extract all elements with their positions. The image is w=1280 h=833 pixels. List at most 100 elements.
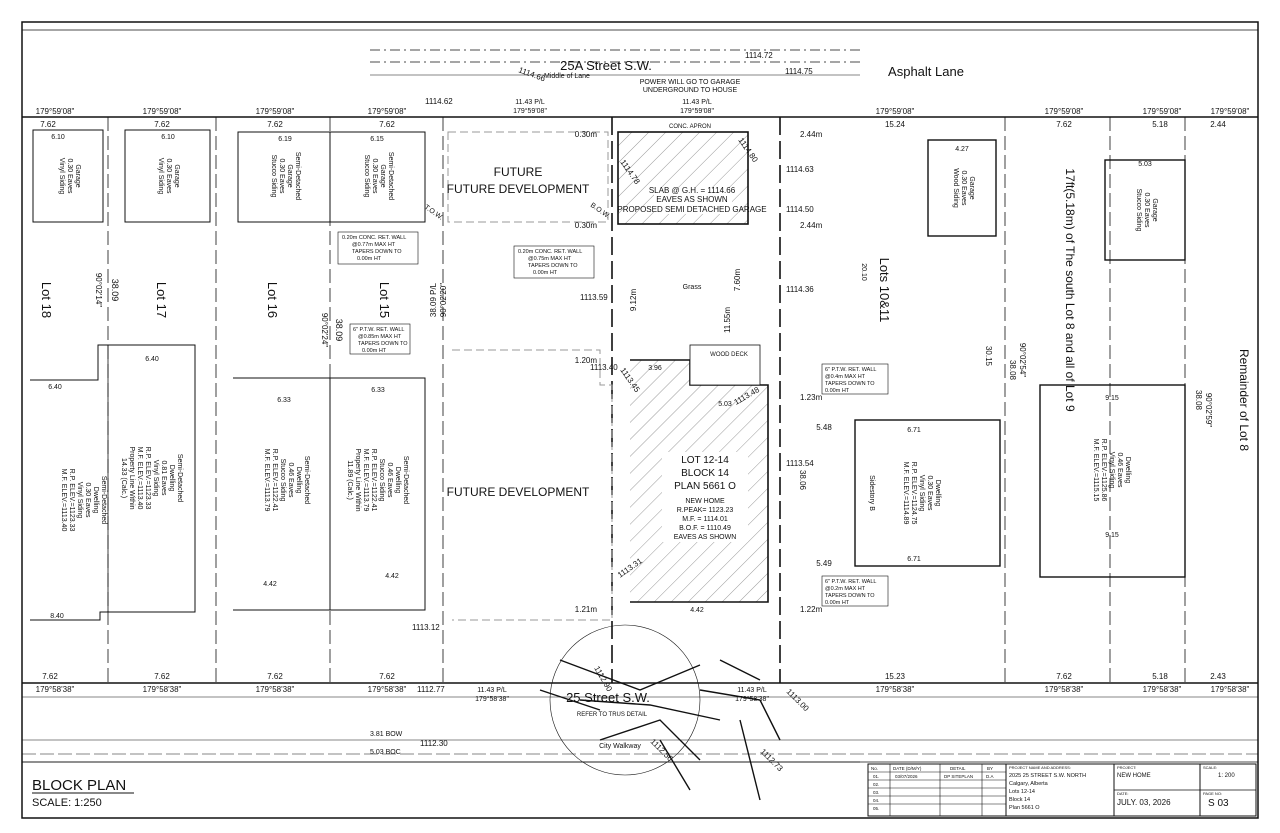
svg-text:0.30 Eaves: 0.30 Eaves <box>1143 192 1150 228</box>
tree-sketch <box>539 624 781 801</box>
bearing-top-1: 179°59'08" <box>36 107 75 116</box>
dim-122: 1.22m <box>800 605 823 614</box>
frontage-bottom-2: 7.62 <box>154 672 170 681</box>
bow-label: 3.81 BOW <box>370 731 403 738</box>
depth-f: 90°02'20" <box>439 283 448 317</box>
svg-text:Garage: Garage <box>1151 198 1158 221</box>
dim-1155: 11.55m <box>723 307 732 333</box>
pl-top-2: 11.43 P/L <box>682 99 712 106</box>
dwelling-lots17-18 <box>30 344 196 621</box>
dwelling-lot8-bwidth: 9.15 <box>1105 532 1119 539</box>
dim-3806: 38.06 <box>798 470 807 491</box>
svg-text:Stucco Siding: Stucco Siding <box>270 155 277 198</box>
svg-text:M.F. ELEV.=1113.40: M.F. ELEV.=1113.40 <box>136 447 143 510</box>
dim-244a: 2.44m <box>800 130 823 139</box>
svg-text:Lots 12-14: Lots 12-14 <box>1009 789 1035 795</box>
frontage-top-4: 7.62 <box>379 120 395 129</box>
svg-text:DATE (D/M/Y): DATE (D/M/Y) <box>893 766 922 771</box>
svg-text:1114.75: 1114.75 <box>785 67 813 76</box>
dwelling-lot18-width: 6.40 <box>48 384 62 391</box>
bearing-bottom-8: 179°58'38" <box>1211 685 1250 694</box>
frontage-bottom-4: 7.62 <box>379 672 395 681</box>
svg-text:Semi-Detached: Semi-Detached <box>402 456 409 504</box>
bearing-top-8: 179°59'08" <box>1211 107 1250 116</box>
dwelling-lot15 <box>330 377 426 611</box>
refer-to-label: REFER TO TRUS DETAIL <box>577 712 648 718</box>
dwelling-lot16-bwidth: 4.42 <box>263 581 277 588</box>
svg-text:BY: BY <box>987 766 993 771</box>
bottom-street-label: 25 Street S.W. <box>566 690 650 705</box>
depth-g: 38.08 <box>1008 360 1017 381</box>
svg-text:Vinyl Siding: Vinyl Siding <box>152 460 159 497</box>
svg-text:@0.4m MAX HT: @0.4m MAX HT <box>825 374 866 380</box>
garage-eaves: EAVES AS SHOWN <box>656 195 728 204</box>
sidestory-label: Sidestory B <box>868 475 875 511</box>
dwelling-lot18-bwidth: 8.40 <box>50 613 64 620</box>
bearing-bottom-4: 179°58'38" <box>368 685 407 694</box>
dwelling-lot15-width: 6.33 <box>371 387 385 394</box>
svg-text:Plan 5661 O: Plan 5661 O <box>1009 805 1040 811</box>
svg-text:R.P. ELEV.=1124.75: R.P. ELEV.=1124.75 <box>910 462 917 525</box>
svg-text:1114.36: 1114.36 <box>786 285 814 294</box>
bearing-top-7: 179°59'08" <box>1143 107 1182 116</box>
garage-lot8 <box>1104 159 1186 261</box>
dwelling-lots1011-text: Dwelling 0.30 Eaves Vinyl Siding R.P. EL… <box>902 462 941 525</box>
frontage-top-3: 7.62 <box>267 120 283 129</box>
dwelling-lot16 <box>233 377 331 611</box>
svg-text:DETAIL: DETAIL <box>950 766 966 771</box>
dim-760: 7.60m <box>733 269 742 292</box>
future-dev-full-2: FUTURE DEVELOPMENT <box>447 485 590 499</box>
mf-label: M.F. = 1114.01 <box>682 516 728 523</box>
svg-text:11.89 (Calc.): 11.89 (Calc.) <box>346 460 353 500</box>
svg-text:Stucco Siding: Stucco Siding <box>1135 189 1142 232</box>
retaining-wall-note-3: 6" P.T.W. RET. WALL @0.85m MAX HT TAPERS… <box>349 323 411 355</box>
drawing-scale: SCALE: 1:250 <box>32 797 102 809</box>
svg-text:1114.50: 1114.50 <box>786 205 814 214</box>
garage-lot8-text: Garage 0.30 Eaves Stucco Siding <box>1135 189 1158 232</box>
grass-label: Grass <box>683 284 702 291</box>
dwelling-lots1011-bwidth: 6.71 <box>907 556 921 563</box>
frontage-top-7: 5.18 <box>1152 120 1168 129</box>
svg-text:@0.2m MAX HT: @0.2m MAX HT <box>825 586 866 592</box>
svg-text:Semi-Detached: Semi-Detached <box>100 476 107 524</box>
svg-text:0.30 Eaves: 0.30 Eaves <box>926 475 933 511</box>
depth-a: 38.09 <box>110 279 120 302</box>
dwelling-lot8 <box>1039 384 1186 578</box>
svg-text:Vinyl Siding: Vinyl Siding <box>1108 452 1115 489</box>
frontage-top-6: 7.62 <box>1056 120 1072 129</box>
svg-text:@0.85m MAX HT: @0.85m MAX HT <box>358 334 402 340</box>
frontage-bottom-1: 7.62 <box>42 672 58 681</box>
bearing-bottom-7: 179°58'38" <box>1143 685 1182 694</box>
svg-text:0.46 Eaves: 0.46 Eaves <box>1116 452 1123 488</box>
pl-bottom-2-bearing: 179°58'38" <box>735 695 769 703</box>
svg-text:6" P.T.W. RET. WALL: 6" P.T.W. RET. WALL <box>353 327 404 333</box>
dwelling-lot16-width: 6.33 <box>277 397 291 404</box>
garage-lot15 <box>329 131 426 223</box>
svg-text:1114.63: 1114.63 <box>786 165 814 174</box>
svg-text:0.30 Eaves: 0.30 Eaves <box>165 158 172 194</box>
depth-d: 90°02'24" <box>320 313 329 347</box>
retaining-wall-note-2: 0.20m CONC. RET. WALL @0.75m MAX HT TAPE… <box>513 245 595 279</box>
title-block-headers: No. DATE (D/M/Y) DETAIL BY <box>871 766 993 771</box>
rpeak-label: R.PEAK= 1123.23 <box>677 507 734 514</box>
dwelling-lot16-text: Semi-Detached Dwelling 0.46 Eaves Stucco… <box>263 449 310 512</box>
svg-text:TAPERS DOWN TO: TAPERS DOWN TO <box>825 593 875 599</box>
remainder-lot8-label: Remainder of Lot 8 <box>1237 349 1251 451</box>
svg-text:0.20m CONC. RET. WALL: 0.20m CONC. RET. WALL <box>518 249 582 255</box>
svg-text:Stucco Siding: Stucco Siding <box>363 155 370 198</box>
svg-text:1112.73: 1112.73 <box>759 747 785 773</box>
svg-text:1114.66: 1114.66 <box>517 65 547 83</box>
depth-e: 38.09 P/L <box>429 282 438 317</box>
svg-text:0.00m HT: 0.00m HT <box>533 270 558 276</box>
svg-text:R.P. ELEV.=1122.41: R.P. ELEV.=1122.41 <box>271 449 278 512</box>
dim-549: 5.49 <box>816 559 832 568</box>
retaining-wall-note-4: 6" P.T.W. RET. WALL @0.4m MAX HT TAPERS … <box>821 363 889 395</box>
svg-text:Stucco Siding: Stucco Siding <box>279 459 286 502</box>
svg-text:0.30 Eaves: 0.30 Eaves <box>278 158 285 194</box>
garage-lot8-dim: 5.03 <box>1138 161 1152 168</box>
svg-text:03.: 03. <box>873 790 879 795</box>
dwelling-lot18-text: Semi-Detached Dwelling 0.30 Eaves Vinyl … <box>60 469 107 532</box>
svg-text:02.: 02. <box>873 782 879 787</box>
garage-lot18-text: Garage 0.30 Eaves Vinyl Siding <box>58 158 81 195</box>
svg-text:M.F. ELEV.=1113.79: M.F. ELEV.=1113.79 <box>263 449 270 512</box>
